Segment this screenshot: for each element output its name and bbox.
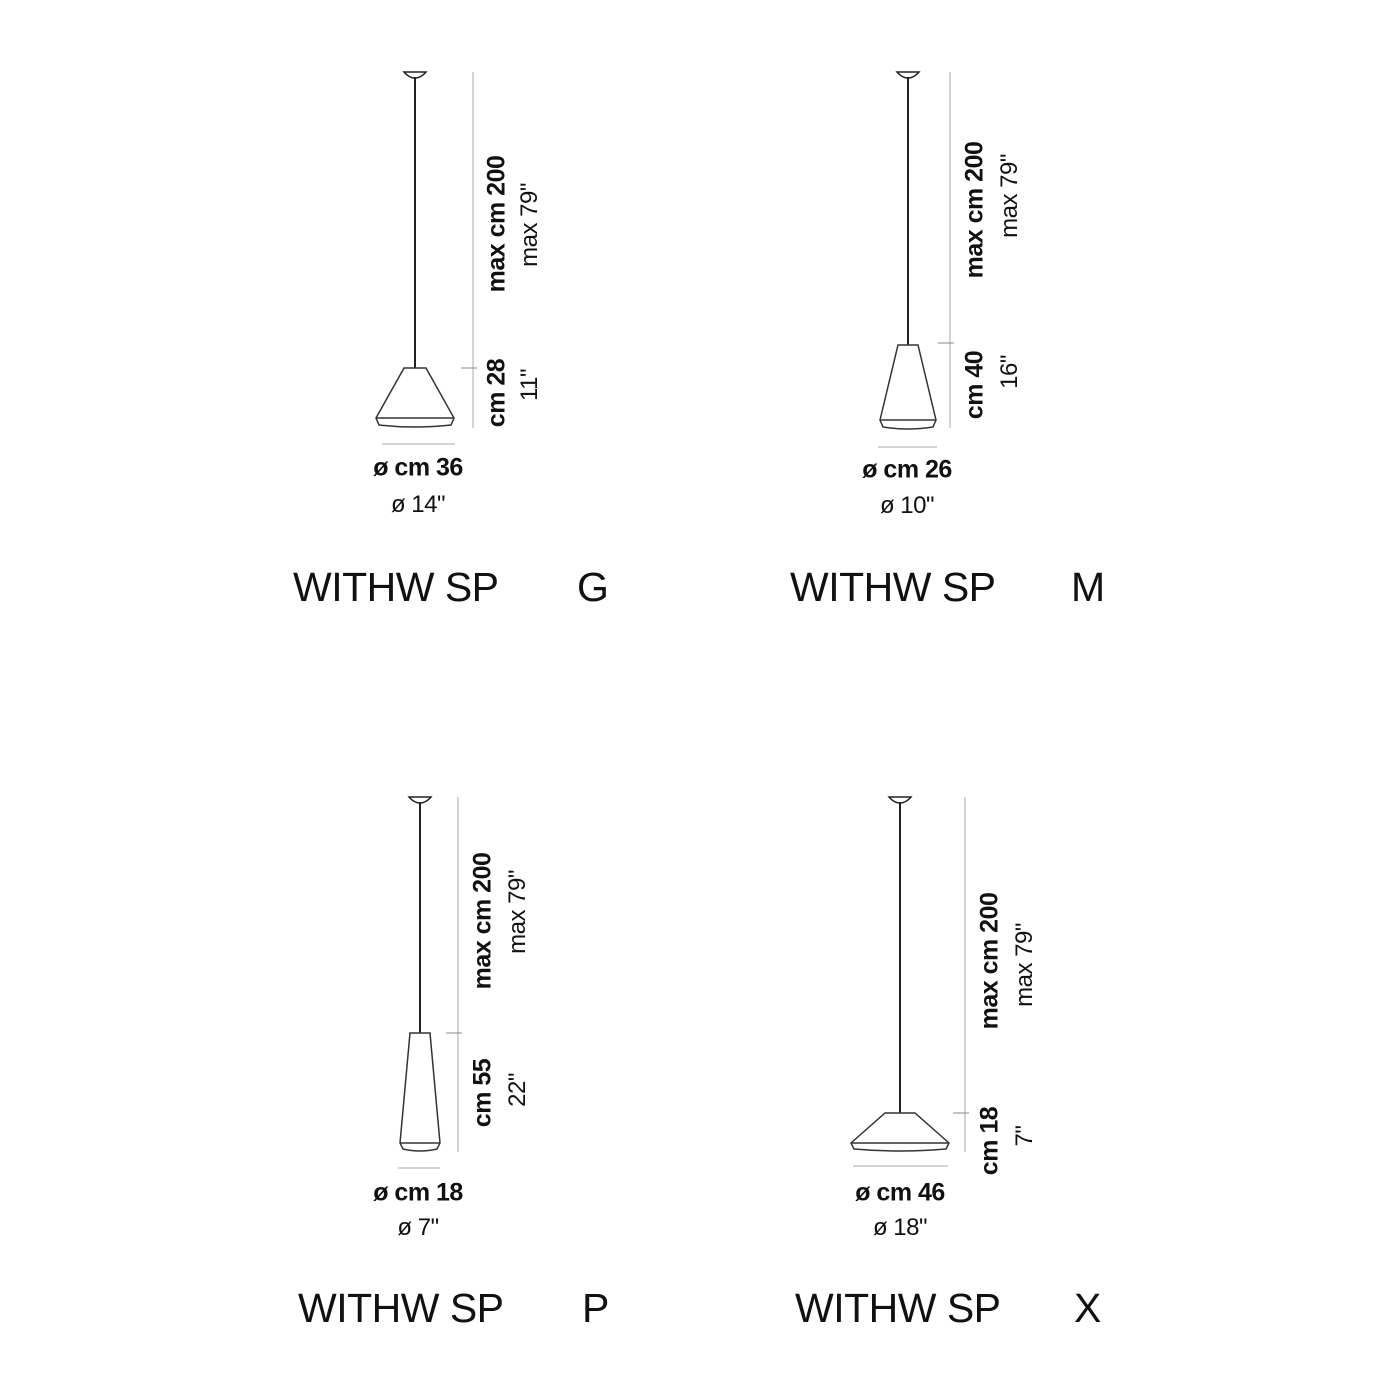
shade-height-in: 16" [996,355,1023,389]
shade-height-in: 7" [1011,1125,1038,1147]
diameter-in: ø 18" [872,1214,928,1241]
model-size: X [1074,1285,1101,1331]
shade-height-cm: cm 55 [468,1058,497,1128]
max-length-cm: max cm 200 [468,852,497,990]
shade-height-cm: cm 40 [960,350,989,420]
max-length-in: max 79" [504,870,531,954]
model-name: WITHW SP [790,564,996,610]
shade-height-in: 22" [504,1073,531,1107]
lamp-shade [399,1032,441,1152]
diameter-cm: ø cm 18 [373,1178,463,1207]
lamp-shade [850,1112,950,1152]
max-length-cm: max cm 200 [482,155,511,293]
model-name: WITHW SP [298,1285,504,1331]
diameter-cm: ø cm 36 [373,453,463,482]
shade-height-cm: cm 18 [975,1106,1004,1176]
lamp-shade [375,367,455,428]
lamp-shade [879,344,937,430]
diameter-cm: ø cm 26 [862,455,952,484]
model-name: WITHW SP [795,1285,1001,1331]
max-length-cm: max cm 200 [960,141,989,279]
shade-height-cm: cm 28 [482,358,511,428]
model-size: P [582,1285,609,1331]
diameter-in: ø 10" [879,492,935,519]
max-length-in: max 79" [996,154,1023,238]
max-length-in: max 79" [516,183,543,267]
model-size: G [577,564,609,610]
model-size: M [1071,564,1105,610]
diameter-in: ø 14" [390,491,446,518]
max-length-in: max 79" [1011,923,1038,1007]
diameter-in: ø 7" [397,1214,439,1241]
diameter-cm: ø cm 46 [855,1178,945,1207]
model-name: WITHW SP [293,564,499,610]
shade-height-in: 11" [516,369,543,401]
max-length-cm: max cm 200 [975,892,1004,1030]
